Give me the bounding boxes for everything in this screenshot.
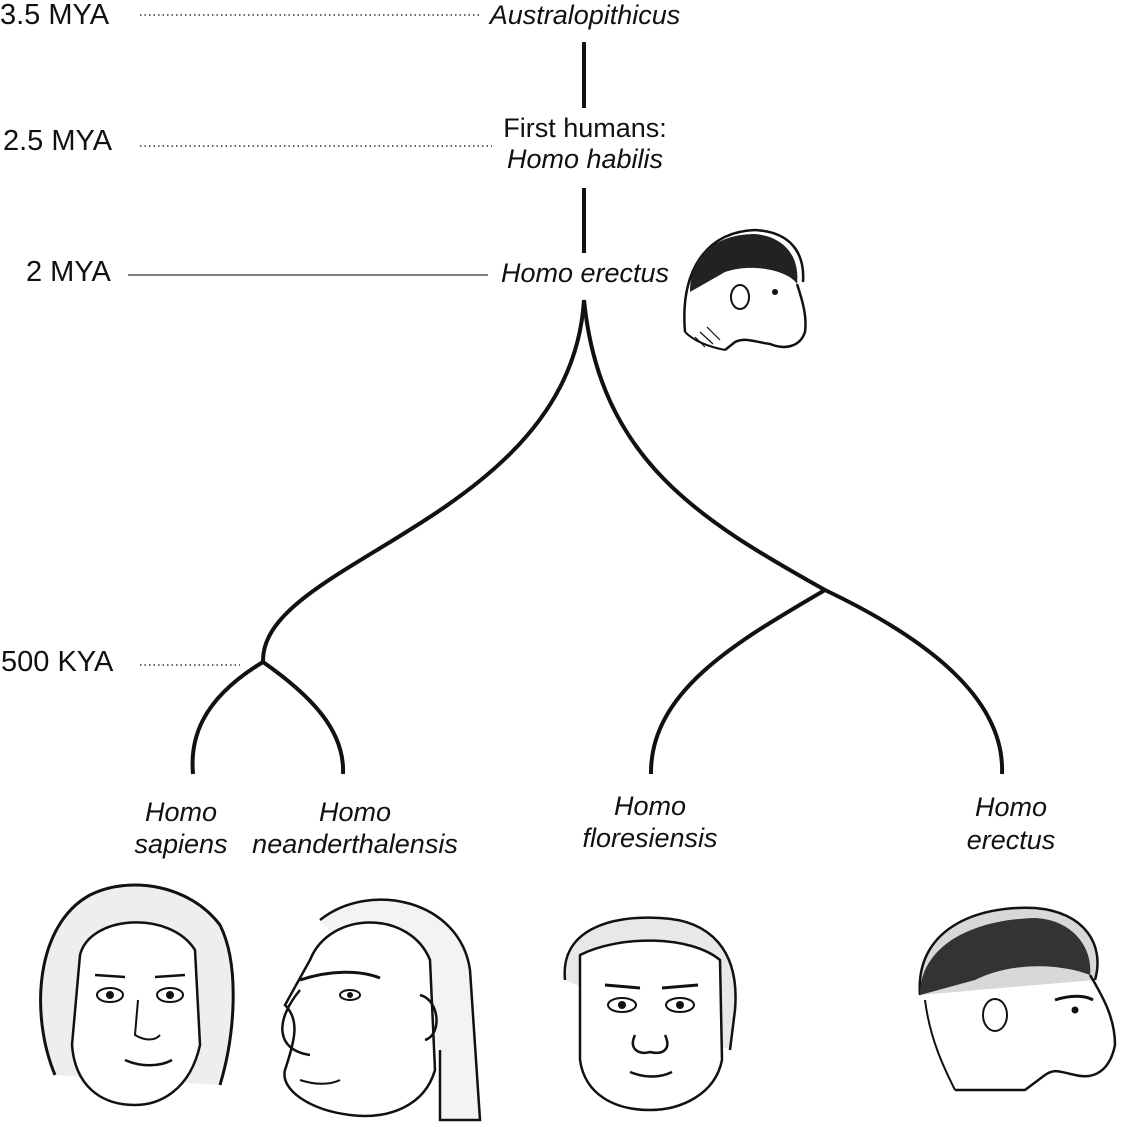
node-australopithicus: Australopithicus (489, 0, 681, 30)
leaf-sapiens-line2: sapiens (134, 829, 228, 859)
homo-erectus-root-portrait (683, 228, 807, 351)
time-label-3-5-mya: 3.5 MYA (0, 0, 110, 31)
node-first-humans-line1: First humans: (503, 113, 667, 143)
branch-neanderthalensis (261, 660, 346, 775)
leaf-erectus-line2: erectus (966, 825, 1056, 855)
leaf-floresiensis-line1: Homo (613, 791, 687, 821)
homo-floresiensis-portrait (563, 916, 737, 1112)
homo-erectus-portrait (918, 906, 1117, 1092)
leaf-sapiens-line1: Homo (144, 797, 218, 827)
leaf-neanderthalensis-line2: neanderthalensis (252, 829, 458, 859)
time-label-500-kya: 500 KYA (1, 646, 114, 678)
leaf-neanderthalensis-line1: Homo (318, 797, 392, 827)
branch-floresiensis (648, 588, 827, 775)
leaf-erectus-line1: Homo (974, 792, 1048, 822)
leaf-floresiensis-line2: floresiensis (582, 823, 718, 853)
time-label-2-mya: 2 MYA (26, 256, 111, 288)
node-first-humans-line2: Homo habilis (506, 144, 664, 174)
branch-sapiens (190, 660, 265, 775)
node-homo-erectus-root: Homo erectus (500, 258, 670, 288)
time-label-2-5-mya: 2.5 MYA (3, 125, 113, 157)
homo-sapiens-portrait (39, 883, 235, 1107)
branch-right-main (582, 299, 826, 592)
homo-neanderthalensis-portrait (281, 898, 482, 1122)
branch-left-main (260, 299, 586, 663)
branch-erectus (824, 588, 1005, 775)
